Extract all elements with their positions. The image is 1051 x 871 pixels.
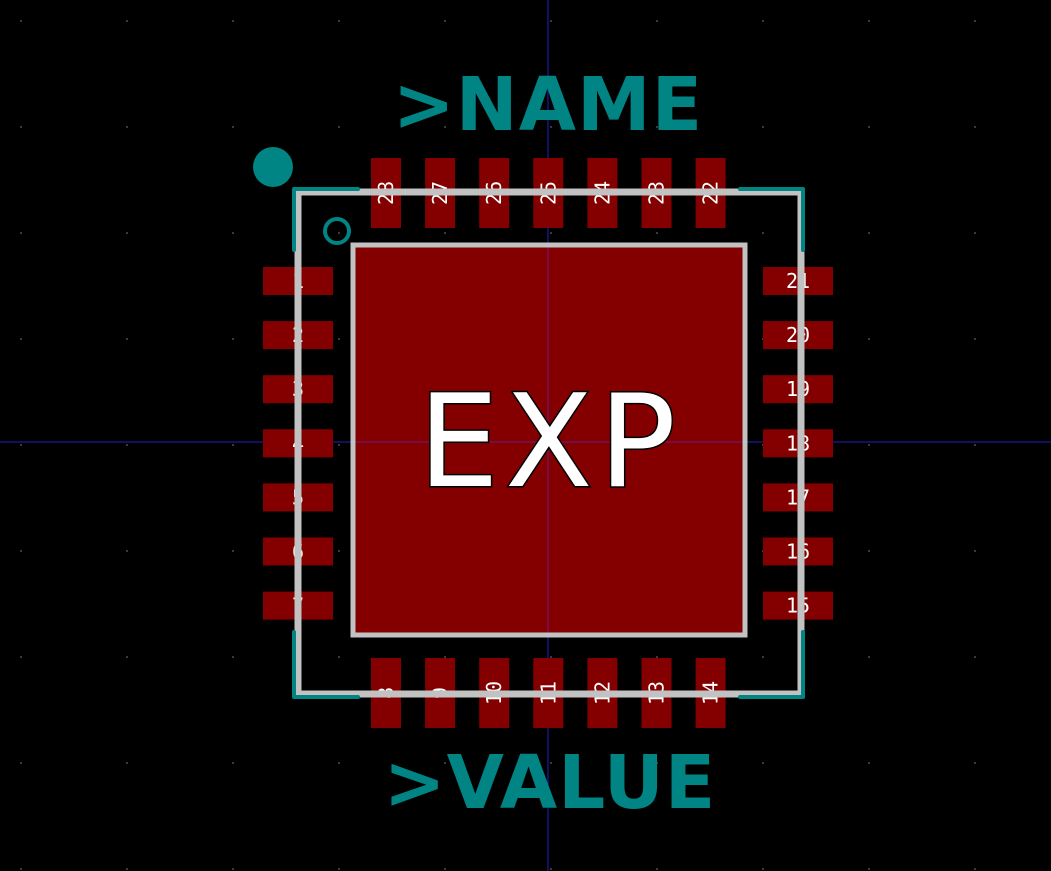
grid-dot (338, 126, 340, 128)
fab-outline-inner (350, 242, 748, 638)
grid-dot (20, 444, 22, 446)
grid-dot (656, 656, 658, 658)
grid-dot (126, 656, 128, 658)
grid-dot (550, 20, 552, 22)
grid-dot (974, 656, 976, 658)
silk-corner-top-right (738, 187, 805, 252)
grid-dot (656, 20, 658, 22)
grid-dot (974, 126, 976, 128)
grid-dot (974, 550, 976, 552)
grid-dot (20, 126, 22, 128)
grid-dot (444, 656, 446, 658)
grid-dot (656, 868, 658, 870)
grid-dot (126, 762, 128, 764)
reference-designator[interactable]: >NAME (393, 62, 703, 148)
grid-dot (338, 762, 340, 764)
silk-corner-top-left (292, 187, 360, 252)
grid-dot (868, 762, 870, 764)
grid-dot (20, 656, 22, 658)
grid-dot (232, 868, 234, 870)
grid-dot (338, 20, 340, 22)
grid-dot (974, 338, 976, 340)
grid-dot (338, 550, 340, 552)
grid-dot (656, 762, 658, 764)
grid-dot (338, 232, 340, 234)
grid-dot (232, 126, 234, 128)
grid-dot (868, 232, 870, 234)
grid-dot (338, 868, 340, 870)
grid-dot (20, 762, 22, 764)
grid-dot (550, 868, 552, 870)
grid-dot (868, 20, 870, 22)
grid-dot (126, 126, 128, 128)
value-field[interactable]: >VALUE (384, 740, 717, 826)
grid-dot (232, 338, 234, 340)
grid-dot (20, 232, 22, 234)
grid-dot (232, 444, 234, 446)
grid-dot (550, 762, 552, 764)
exposed-pad[interactable] (353, 245, 745, 635)
grid-dot (338, 444, 340, 446)
grid-dot (338, 656, 340, 658)
grid-dot (868, 126, 870, 128)
grid-dot (20, 550, 22, 552)
grid-dot (974, 762, 976, 764)
grid-dot (232, 550, 234, 552)
grid-dot (762, 868, 764, 870)
grid-dot (126, 550, 128, 552)
grid-dot (232, 656, 234, 658)
grid-dot (232, 232, 234, 234)
grid-dot (232, 762, 234, 764)
grid-dot (444, 868, 446, 870)
grid-dot (762, 232, 764, 234)
grid-dot (868, 550, 870, 552)
grid-dot (444, 762, 446, 764)
grid-dot (550, 232, 552, 234)
grid-dot (232, 20, 234, 22)
grid-dot (974, 20, 976, 22)
grid-dot (126, 338, 128, 340)
grid-dot (974, 232, 976, 234)
grid-dot (20, 868, 22, 870)
grid-dot (338, 338, 340, 340)
grid-dot (126, 232, 128, 234)
grid-dot (656, 232, 658, 234)
grid-dot (974, 868, 976, 870)
grid-dot (974, 444, 976, 446)
silk-corner-bottom-right (738, 630, 805, 699)
grid-dot (126, 444, 128, 446)
grid-dot (126, 868, 128, 870)
grid-dot (20, 338, 22, 340)
grid-dot (550, 126, 552, 128)
grid-dot (762, 126, 764, 128)
grid-dot (656, 126, 658, 128)
grid-dot (868, 444, 870, 446)
grid-dot (868, 338, 870, 340)
grid-dot (126, 20, 128, 22)
grid-dot (550, 656, 552, 658)
silk-corner-bottom-left (292, 630, 360, 699)
grid-dot (20, 20, 22, 22)
grid-dot (868, 656, 870, 658)
exposed-pad-label: EXP (418, 368, 682, 517)
grid-dot (762, 762, 764, 764)
silkscreen-corners (292, 187, 805, 699)
grid-dot (762, 20, 764, 22)
fab-outline-outer (294, 188, 805, 698)
grid-dot (444, 20, 446, 22)
pin1-dot-marker (253, 147, 293, 187)
pin1-ring-marker (323, 217, 351, 245)
grid-dot (868, 868, 870, 870)
grid-dot (762, 656, 764, 658)
grid-dot (444, 232, 446, 234)
grid-dot (444, 126, 446, 128)
